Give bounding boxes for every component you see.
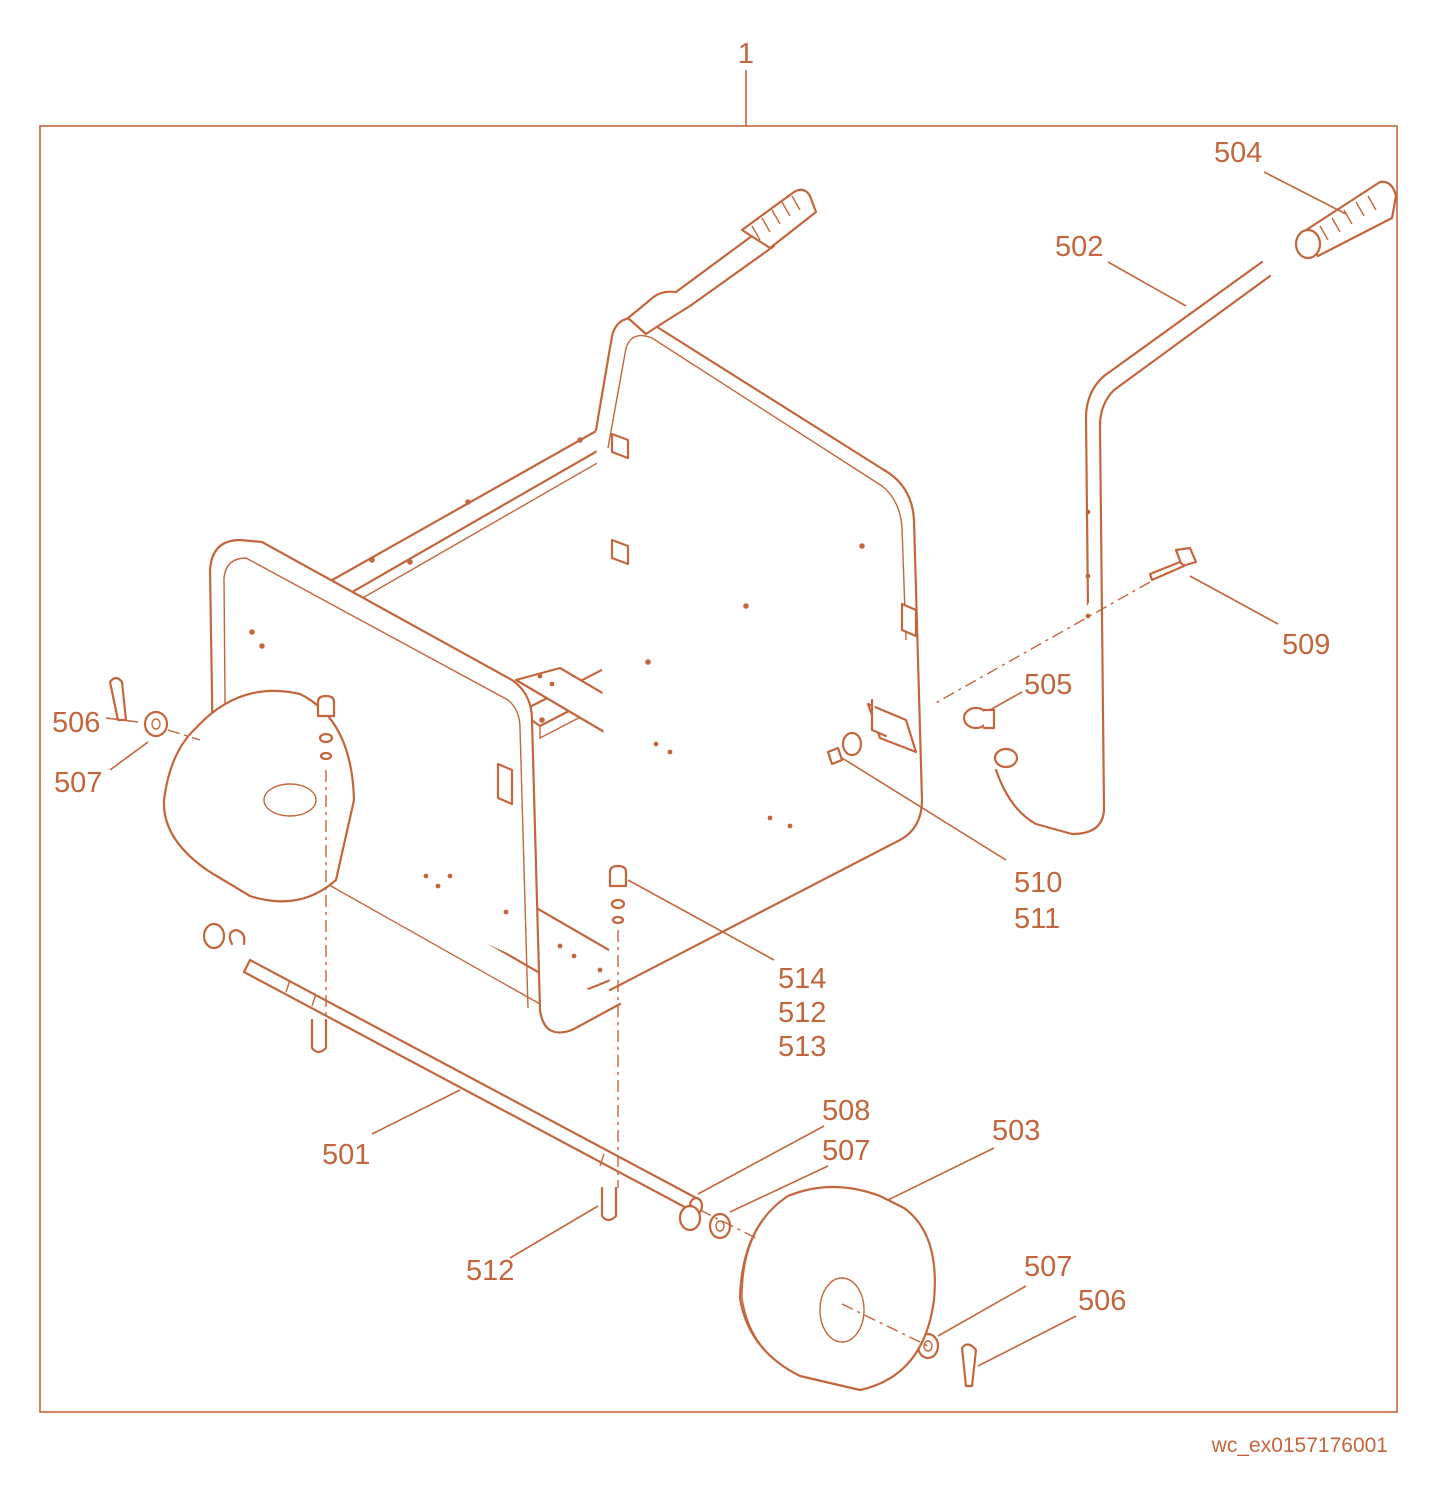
reference-code: wc_ex0157176001 <box>1211 1434 1388 1457</box>
callout-labels: 504 502 509 505 506 507 510 511 514 512 … <box>52 137 1330 1317</box>
leader-lines <box>105 171 1347 1367</box>
callout-507-right: 507 <box>1024 1251 1072 1283</box>
callout-512-lower: 512 <box>466 1255 514 1287</box>
u-bolt-drawing <box>310 1018 618 1222</box>
callout-506-right: 506 <box>1078 1285 1126 1317</box>
callout-513: 513 <box>778 1031 826 1063</box>
bolt-drawing <box>1148 546 1198 582</box>
frame-drawing <box>208 188 924 1034</box>
callout-504: 504 <box>1214 137 1262 169</box>
center-lines <box>167 581 1151 1347</box>
callout-501: 501 <box>322 1139 370 1171</box>
grip-drawing <box>1294 180 1398 260</box>
callout-514: 514 <box>778 963 826 995</box>
callout-508: 508 <box>822 1095 870 1127</box>
callout-506-left: 506 <box>52 707 100 739</box>
callout-505: 505 <box>1024 669 1072 701</box>
mount-bracket-drawing <box>826 698 918 766</box>
mount-stud-drawing <box>316 694 628 925</box>
assembly-callout: 1 <box>738 38 754 70</box>
handle-tube-drawing <box>994 260 1272 836</box>
callout-507-middle: 507 <box>822 1135 870 1167</box>
callout-512-upper: 512 <box>778 997 826 1029</box>
left-wheel-drawing <box>162 689 356 903</box>
assembly-border <box>39 125 1398 1413</box>
right-wheel-drawing <box>738 1185 936 1392</box>
plug-drawing <box>962 706 1019 769</box>
callout-511: 511 <box>1014 903 1060 935</box>
callout-503: 503 <box>992 1115 1040 1147</box>
callout-507-left: 507 <box>54 767 102 799</box>
callout-510: 510 <box>1014 867 1062 899</box>
axle-drawing <box>242 958 704 1216</box>
callout-502: 502 <box>1055 231 1103 263</box>
callout-509: 509 <box>1282 629 1330 661</box>
